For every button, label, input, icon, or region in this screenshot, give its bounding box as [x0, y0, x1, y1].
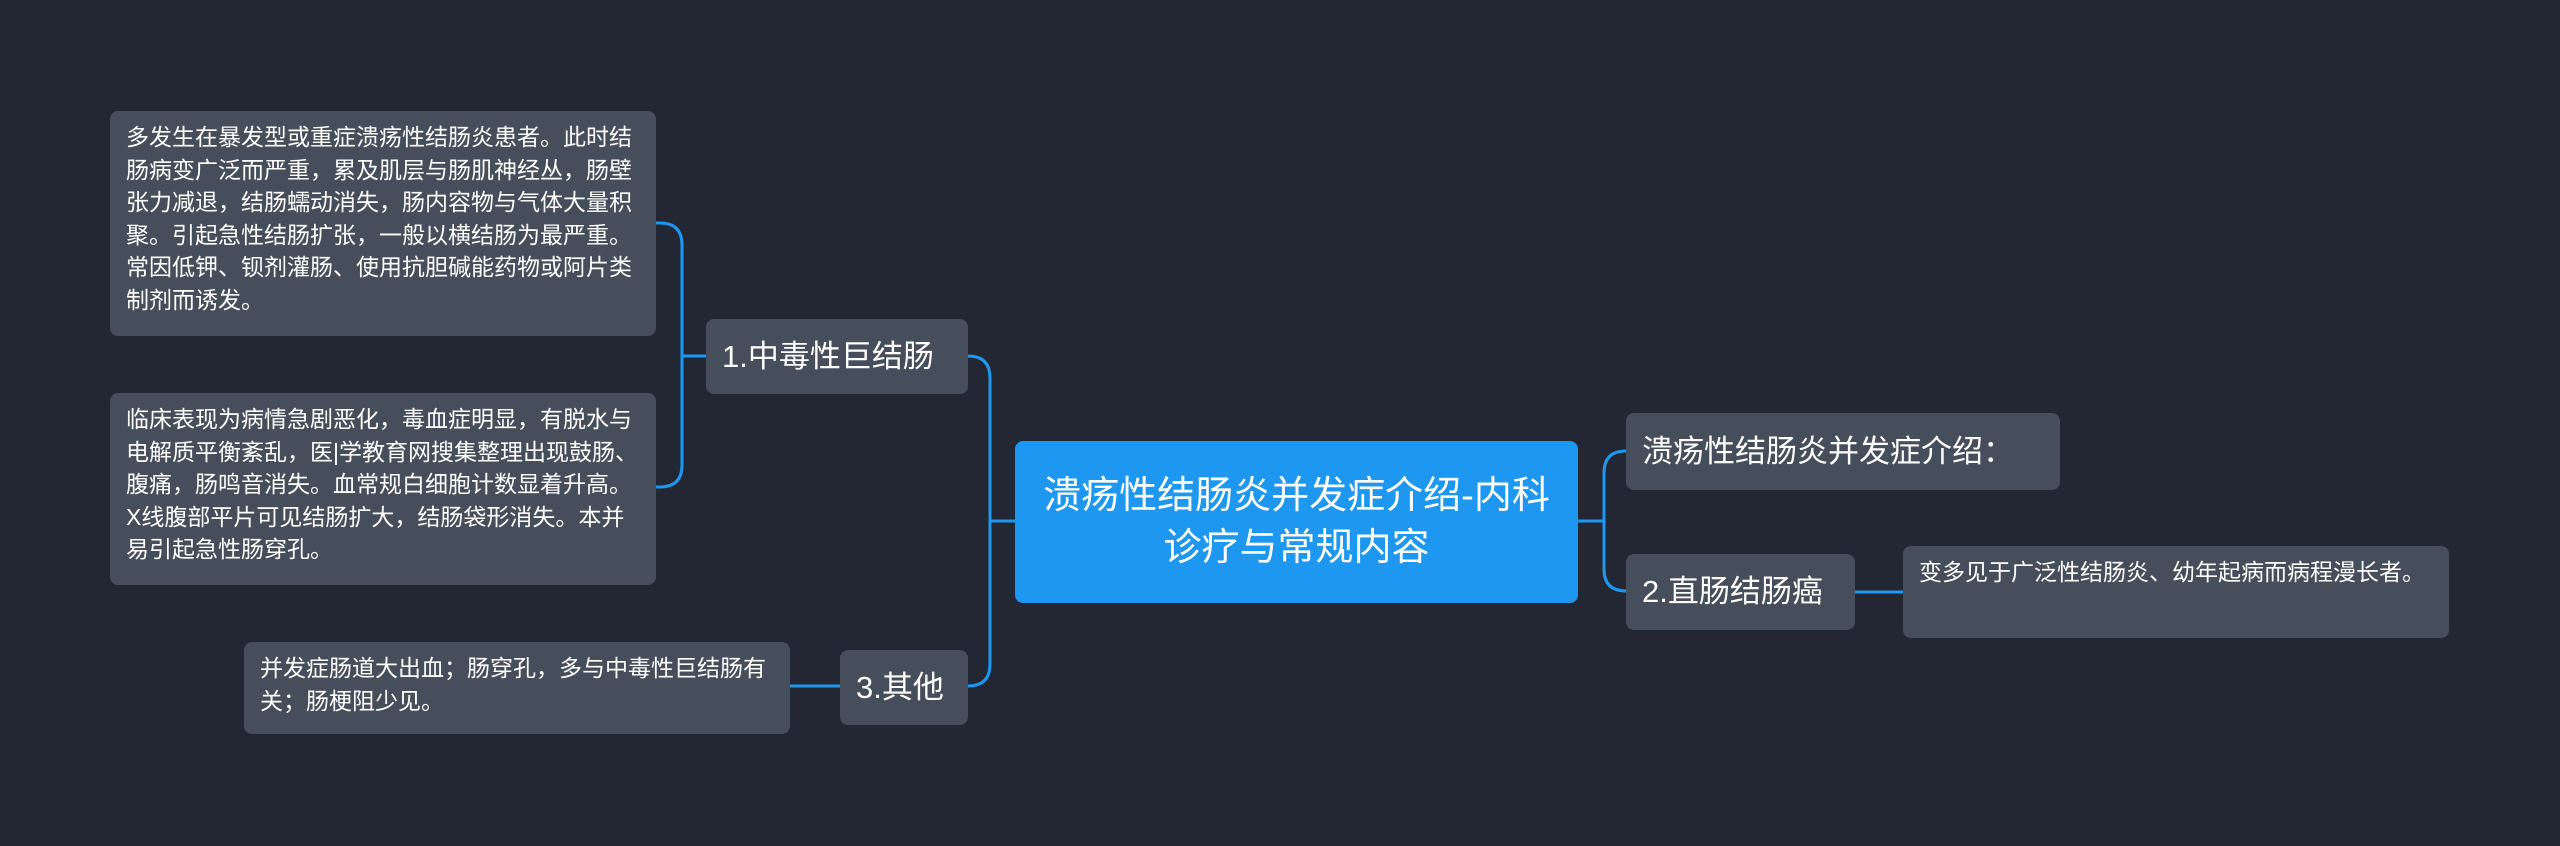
- root-topic-label: 溃疡性结肠炎并发症介绍-内科诊疗与常规内容: [1043, 475, 1550, 569]
- branch-other[interactable]: 3.其他: [840, 650, 968, 725]
- branch-intro-label: 溃疡性结肠炎并发症介绍：: [1642, 433, 2014, 469]
- leaf-megacolon-clinical[interactable]: 临床表现为病情急剧恶化，毒血症明显，有脱水与电解质平衡紊乱，医|学教育网搜集整理…: [110, 393, 656, 585]
- link-right-branch2: [1602, 519, 1628, 593]
- leaf-cancer-description[interactable]: 变多见于广泛性结肠炎、幼年起病而病程漫长者。: [1903, 546, 2449, 638]
- root-topic[interactable]: 溃疡性结肠炎并发症介绍-内科诊疗与常规内容: [1015, 441, 1578, 603]
- leaf-megacolon-description-text: 多发生在暴发型或重症溃疡性结肠炎患者。此时结肠病变广泛而严重，累及肌层与肠肌神经…: [126, 124, 632, 313]
- leaf-other-description[interactable]: 并发症肠道大出血；肠穿孔，多与中毒性巨结肠有关；肠梗阻少见。: [244, 642, 790, 734]
- link-branch1-leaf1: [654, 221, 684, 358]
- leaf-cancer-description-text: 变多见于广泛性结肠炎、幼年起病而病程漫长者。: [1919, 559, 2425, 585]
- link-right-intro: [1602, 449, 1628, 523]
- leaf-megacolon-description[interactable]: 多发生在暴发型或重症溃疡性结肠炎患者。此时结肠病变广泛而严重，累及肌层与肠肌神经…: [110, 111, 656, 336]
- branch-intro[interactable]: 溃疡性结肠炎并发症介绍：: [1626, 413, 2060, 490]
- leaf-megacolon-clinical-text: 临床表现为病情急剧恶化，毒血症明显，有脱水与电解质平衡紊乱，医|学教育网搜集整理…: [126, 406, 638, 562]
- link-left-branch3: [966, 519, 992, 688]
- link-branch1-leaf2: [654, 354, 684, 489]
- branch-colorectal-cancer[interactable]: 2.直肠结肠癌: [1626, 554, 1855, 630]
- branch-toxic-megacolon[interactable]: 1.中毒性巨结肠: [706, 319, 968, 394]
- branch-toxic-megacolon-label: 1.中毒性巨结肠: [722, 338, 934, 374]
- branch-other-label: 3.其他: [856, 669, 944, 705]
- branch-colorectal-cancer-label: 2.直肠结肠癌: [1642, 574, 1823, 609]
- leaf-other-description-text: 并发症肠道大出血；肠穿孔，多与中毒性巨结肠有关；肠梗阻少见。: [260, 655, 766, 714]
- link-left-branch1: [966, 354, 992, 523]
